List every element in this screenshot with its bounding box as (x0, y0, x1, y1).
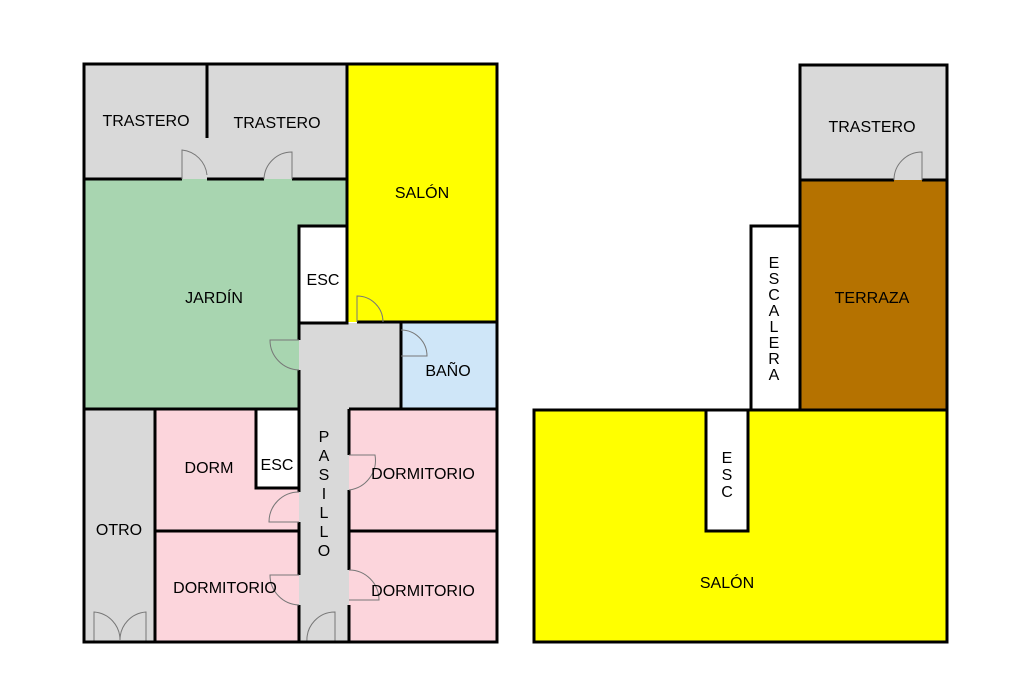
svg-text:A: A (769, 367, 780, 384)
ground-floor-plan: TRASTERO TRASTERO SALÓN JARDÍN ESC BAÑO … (82, 62, 499, 644)
room-trastero-1 (84, 64, 207, 179)
svg-text:L: L (770, 319, 779, 336)
label-trastero-1: TRASTERO (102, 113, 189, 130)
svg-text:S: S (769, 271, 780, 288)
svg-text:E: E (769, 255, 780, 272)
room-escalera (751, 226, 800, 410)
room-terraza (800, 180, 947, 410)
room-dormitorio-bl (155, 531, 299, 642)
svg-text:C: C (721, 484, 733, 501)
room-otro (84, 409, 155, 642)
svg-text:O: O (318, 543, 330, 560)
svg-text:P: P (319, 429, 330, 446)
svg-text:C: C (768, 287, 780, 304)
room-dormitorio-br (349, 531, 497, 642)
room-hall (299, 323, 401, 409)
room-esc-2 (256, 409, 299, 488)
label-trastero-3: TRASTERO (828, 119, 915, 136)
label-esc-2: ESC (261, 457, 294, 474)
svg-text:A: A (769, 303, 780, 320)
room-salon-1 (347, 64, 497, 322)
room-bano (401, 323, 497, 409)
label-terraza: TERRAZA (835, 290, 910, 307)
svg-text:L: L (320, 524, 329, 541)
svg-text:S: S (319, 467, 330, 484)
svg-text:A: A (319, 448, 330, 465)
label-salon-1: SALÓN (395, 183, 449, 202)
room-pasillo (299, 409, 349, 642)
label-dormitorio-tr: DORMITORIO (371, 466, 475, 483)
svg-text:E: E (769, 335, 780, 352)
svg-text:R: R (768, 351, 780, 368)
svg-text:E: E (722, 450, 733, 467)
label-salon-2: SALÓN (700, 573, 754, 592)
label-trastero-2: TRASTERO (233, 115, 320, 132)
label-dorm: DORM (185, 460, 234, 477)
svg-text:L: L (320, 505, 329, 522)
label-bano: BAÑO (425, 360, 470, 380)
label-pasillo: P A S I L L O (318, 429, 330, 560)
label-escalera: E S C A L E R A (768, 255, 780, 384)
room-esc-3 (706, 410, 748, 531)
upper-floor-plan: TRASTERO TERRAZA E S C A L E R A E S C S… (532, 63, 949, 644)
svg-text:S: S (722, 467, 733, 484)
label-jardin: JARDÍN (185, 288, 243, 307)
label-dormitorio-br: DORMITORIO (371, 583, 475, 600)
label-dormitorio-bl: DORMITORIO (173, 580, 277, 597)
label-otro: OTRO (96, 522, 142, 539)
svg-text:I: I (322, 486, 326, 503)
room-esc-1 (299, 226, 347, 323)
room-trastero-2 (207, 64, 347, 179)
label-esc-3: E S C (721, 450, 733, 501)
label-esc-1: ESC (307, 272, 340, 289)
